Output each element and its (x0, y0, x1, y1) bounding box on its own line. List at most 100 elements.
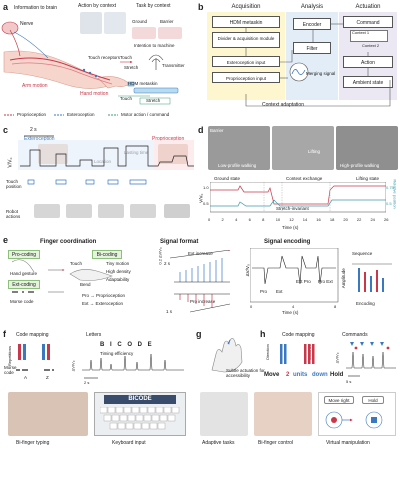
high-profile-photo (336, 126, 398, 170)
lifting-state-label: Lifting state (356, 176, 380, 181)
enc-tick-4: 4 (292, 304, 295, 309)
robot-action-1 (34, 204, 60, 218)
action-by-context: Action by context (78, 3, 117, 9)
panel-d-xtick: 24 (370, 217, 375, 222)
morse-code-label: Morse code (10, 299, 34, 304)
barrier-label: Barrier (160, 19, 174, 24)
ambient-state-box: Ambient state (343, 76, 393, 88)
amplitude-label: Amplitude (340, 268, 346, 289)
f-letters-sequence: B I C O D E (100, 342, 154, 348)
f-ylabel: ΔV/V₀ (70, 360, 76, 372)
panel-g-label: g (196, 329, 202, 339)
adaptability-label: Adaptability (106, 277, 130, 282)
bi-finger-typing-photo (8, 392, 88, 436)
f-code-mapping: Code mapping (16, 332, 49, 338)
barrier-photo (208, 126, 270, 170)
signal-format-scale-t: 2 s (164, 261, 171, 266)
bi-finger-control-label: Bi-finger control (258, 440, 294, 446)
hdm-metaskin-box: HDM metaskin (212, 16, 280, 28)
f-signal-plot (82, 353, 184, 379)
f-morse-label: Morse code (4, 365, 17, 375)
ground-label: Ground (132, 19, 148, 24)
panel-c-label: c (3, 125, 9, 135)
legend-proprioception: Proprioception (17, 112, 47, 117)
lifting-photo-label: Lifting (308, 149, 321, 154)
analysis-title: Analysis (300, 4, 324, 10)
pro-coding-tag: Pro-coding (8, 250, 40, 259)
panel-d-xtick: 20 (343, 217, 348, 222)
f-repetitions: Repetitions (7, 345, 13, 367)
legend-motor: Motor action / command (121, 112, 170, 117)
high-density-label: High density (106, 269, 131, 274)
keyboard-input-label: Keyboard input (112, 440, 146, 446)
bi-coding-tag: Bi-coding (92, 250, 122, 259)
proprioception-title: Proprioception (152, 136, 185, 142)
ytick-right-2: 0.5 (386, 201, 392, 206)
f-letter-a: A (24, 375, 28, 380)
low-profile-label: Low-profile walking (218, 163, 257, 168)
context-adaptation-label: Context adaptation (262, 102, 304, 108)
f-code-bars (16, 344, 54, 371)
panel-c-scale: 2 s (30, 127, 37, 133)
touch-receptors-label: Touch receptors (88, 55, 121, 60)
tiny-motion-label: Tiny motion (106, 261, 130, 266)
encoding-sequence-bars (352, 263, 392, 292)
panel-d-xtick: 0 (208, 217, 211, 222)
enc-tick-0: 0 (250, 304, 253, 309)
transmitter-label: Transmitter (162, 63, 185, 68)
enc-ext-to-pro: Ext Pro (296, 279, 311, 284)
panel-d-xtick: 4 (235, 217, 238, 222)
f-scale: 2 s (84, 380, 90, 385)
robot-action-5 (164, 204, 190, 218)
panel-e-label: e (3, 235, 9, 245)
panel-d-xtick: 10 (275, 217, 281, 222)
panel-d-xlabel: Time (s) (282, 225, 299, 230)
panel-f-label: f (3, 329, 6, 339)
exteroception-title: Exteroception (24, 136, 55, 142)
context-stack (350, 30, 388, 42)
ytick-left-1: 1.0 (203, 185, 209, 190)
person-sitting-image (80, 12, 102, 34)
person-standing-image (104, 12, 126, 34)
panel-d-label: d (198, 125, 204, 135)
proprioception-input-box: Proprioception input (212, 72, 280, 83)
info-to-brain: Information to brain (14, 5, 58, 11)
stretch-label-2: Stretch (146, 98, 161, 103)
f-letters: Letters (86, 332, 102, 338)
signal-encoding-plot (250, 248, 339, 303)
touch-label-e: Touch (70, 261, 83, 266)
task-by-context: Task by context (136, 3, 171, 9)
robot-ground-image (132, 27, 156, 39)
keyboard-keys (100, 407, 180, 430)
high-profile-label: High-profile walking (340, 163, 380, 168)
lifting-photo (272, 126, 334, 170)
divider-box: Divider & acquisition module (212, 32, 280, 48)
context-exchange-label: Context exchange (286, 176, 323, 181)
command-box: Command (343, 16, 393, 28)
pro-increase-label: Pro increase (190, 299, 216, 304)
robot-action-2 (66, 204, 92, 218)
panel-d-xtick: 12 (289, 217, 294, 222)
touch-label-1: Touch (120, 55, 133, 60)
stretch-label-1: Stretch (124, 65, 139, 70)
virtual-manipulation-scene (325, 411, 383, 429)
panel-a-arm-illustration (1, 21, 179, 116)
actuation-title: Actuation (355, 4, 381, 10)
panel-d-signal-plot (210, 182, 386, 213)
encoder-box: Encoder (293, 18, 331, 30)
keyboard-word: BICODE (104, 395, 176, 404)
panel-a-label: a (3, 2, 9, 12)
signal-format-plot (169, 250, 231, 313)
context-1-label: Context 1 (352, 30, 370, 35)
panel-b-label: b (198, 2, 204, 12)
f-timing-efficiency: Timing efficiency (100, 351, 134, 356)
h-units: units (293, 372, 308, 378)
f-letter-z: Z (46, 375, 49, 380)
enc-ext-label: Ext (276, 289, 283, 294)
robot-action-4 (130, 204, 156, 218)
stretch-invariant-label: Stretch-invariant (276, 206, 309, 211)
touch-position-label: Touch position (6, 179, 22, 189)
panel-d-xtick: 8 (262, 217, 265, 222)
h-move: Move (264, 372, 280, 378)
finger-coordination-title: Finger coordination (40, 239, 97, 245)
